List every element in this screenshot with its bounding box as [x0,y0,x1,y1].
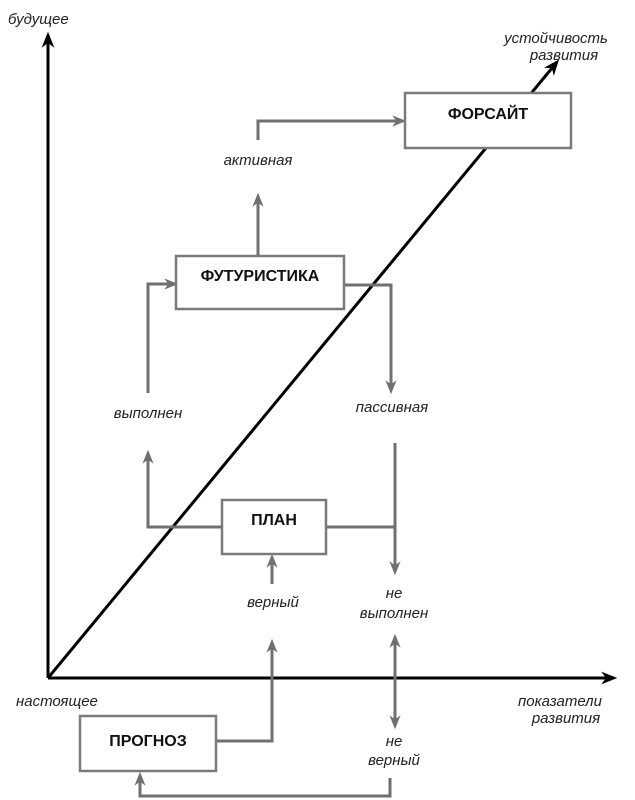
label-fulfilled: выполнен [114,405,182,422]
box-plan: ПЛАН [220,498,328,556]
box-prognoz: ПРОГНОЗ [78,714,218,773]
arrow-plan-to-not-fulfilled [326,525,401,576]
box-futuristika-label: ФУТУРИСТИКА [201,268,320,285]
box-prognoz-label: ПРОГНОЗ [109,733,187,750]
x-axis-label-line1: показатели [518,693,603,710]
box-futuristika: ФУТУРИСТИКА [174,254,346,311]
diagonal-sustainability-line [46,59,560,679]
label-incorrect-line1: не [386,733,403,750]
label-incorrect-line2: верный [368,752,420,769]
arrow-fulfilled-to-futuristika [146,278,179,393]
box-plan-label: ПЛАН [251,512,297,529]
y-axis-label: будущее [8,11,69,28]
label-passive: пассивная [356,399,428,416]
box-forsight: ФОРСАЙТ [403,91,573,150]
origin-label: настоящее [16,693,98,710]
label-not-fulfilled-line1: не [386,585,403,602]
box-forsight-label: ФОРСАЙТ [448,104,529,123]
arrow-plan-to-fulfilled [142,449,222,529]
diagonal-label-line2: развития [529,47,598,64]
arrow-incorrect-back-to-prognoz [134,771,392,798]
arrow-futuristika-to-passive [344,283,397,395]
diagonal-label-line1: устойчивость [503,30,608,47]
arrow-active-to-forsight [256,115,407,140]
label-correct: верный [247,594,299,611]
label-not-fulfilled-line2: выполнен [360,605,428,622]
arrow-prognoz-to-correct [216,638,278,743]
label-active: активная [224,152,293,169]
x-axis-label-line2: развития [531,710,600,727]
